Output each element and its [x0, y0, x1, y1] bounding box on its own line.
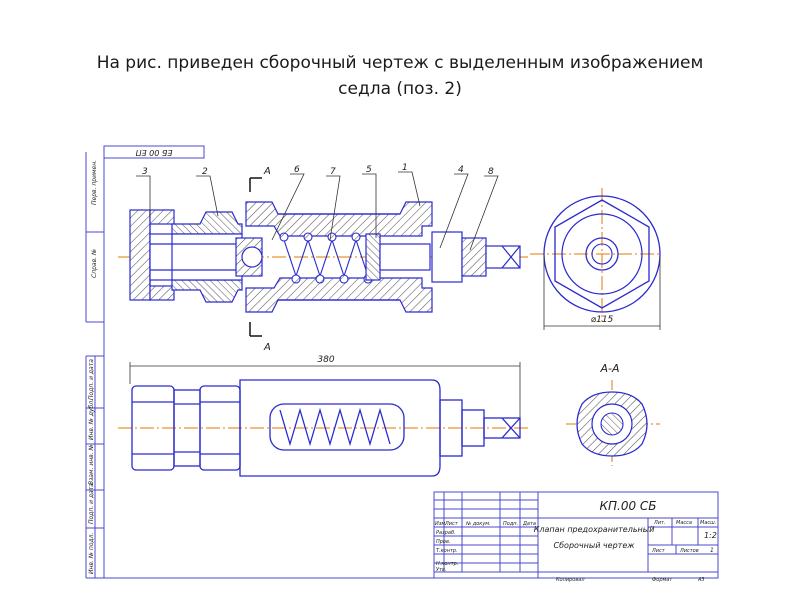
- side-label-2: Справ. №: [91, 249, 98, 278]
- nut-part-3: [129, 209, 175, 301]
- title-block: [433, 491, 719, 579]
- callout-2: 2: [202, 167, 208, 177]
- tb-col-izm: Изм.: [435, 521, 447, 527]
- tb-copied: Копировал: [556, 577, 585, 583]
- side-label-3: Подп. и дата: [88, 359, 95, 400]
- tb-format: Формат: [652, 577, 673, 583]
- tb-name-line1: Клапан предохранительный: [534, 525, 655, 534]
- tb-sheet: Лист: [651, 548, 666, 554]
- exterior-view: 380: [118, 355, 530, 477]
- tb-scale-header: Масш.: [700, 520, 716, 526]
- side-label-4: Инв. № дубл.: [88, 399, 95, 440]
- plate-part-5: [365, 233, 431, 281]
- section-view-label: А-А: [599, 362, 619, 375]
- tb-col-date: Дата: [522, 521, 536, 527]
- spring-part-7: [279, 232, 373, 284]
- callout-6: 6: [294, 165, 300, 175]
- callout-1: 1: [402, 163, 408, 173]
- tb-format-value: А3: [697, 577, 705, 583]
- top-frame-text: ЕБ 00 ЕП: [136, 148, 173, 157]
- side-label-1: Перв. примен.: [91, 160, 98, 205]
- tb-scale-value: 1:2: [704, 531, 717, 540]
- seat-part-2: [149, 211, 263, 303]
- tb-sheets: Листов: [679, 548, 699, 554]
- tb-row-utv: Утв.: [436, 567, 447, 573]
- tb-name-line2: Сборочный чертеж: [554, 541, 636, 550]
- slide-title: На рис. приведен сборочный чертеж с выде…: [30, 50, 770, 102]
- end-view: ⌀115: [530, 188, 662, 330]
- side-label-6: Подп. и дата: [88, 483, 95, 524]
- tb-designation: КП.00 СБ: [599, 499, 656, 513]
- tb-row-prov: Пров.: [436, 539, 451, 545]
- section-a-a: А-А: [566, 362, 660, 466]
- tb-sheets-value: 1: [710, 547, 714, 554]
- dimension-length: 380: [317, 355, 334, 365]
- leader-lines: [136, 171, 499, 251]
- drawing-frame: [85, 145, 718, 579]
- tb-row-razrab: Разраб.: [436, 530, 456, 536]
- section-mark-top-label: A: [263, 166, 271, 177]
- main-section-view: A A 3 2 6 7 5 1 4 8: [118, 163, 530, 353]
- tb-row-tkontr: Т.контр.: [436, 548, 458, 554]
- callout-3: 3: [142, 167, 148, 177]
- side-strip: Перв. примен. Справ. № Подп. и дата Инв.…: [88, 160, 98, 574]
- section-mark-top: [249, 177, 262, 192]
- callout-5: 5: [366, 165, 372, 175]
- section-mark-bottom-label: A: [263, 342, 271, 353]
- side-label-7: Инв. № подл.: [88, 533, 95, 574]
- tb-lit: Лит.: [653, 520, 666, 526]
- callout-8: 8: [488, 167, 494, 177]
- slide-title-line2: седла (поз. 2): [338, 79, 462, 99]
- slide-title-line1: На рис. приведен сборочный чертеж с выде…: [96, 53, 704, 73]
- tb-col-sign: Подп.: [503, 521, 518, 527]
- callout-7: 7: [330, 167, 336, 177]
- tb-row-nkontr: Н.контр.: [436, 561, 458, 567]
- section-mark-bottom: [249, 322, 262, 337]
- screw-part-4: [431, 231, 521, 283]
- tb-col-list: Лист: [444, 521, 459, 527]
- tb-mass: Масса: [676, 520, 692, 526]
- callout-4: 4: [458, 165, 464, 175]
- tb-col-doc: № докум.: [465, 521, 491, 527]
- dimension-diameter: ⌀115: [591, 315, 614, 325]
- side-label-5: Взам. инв. №: [88, 444, 95, 485]
- body-part-1: [245, 201, 433, 313]
